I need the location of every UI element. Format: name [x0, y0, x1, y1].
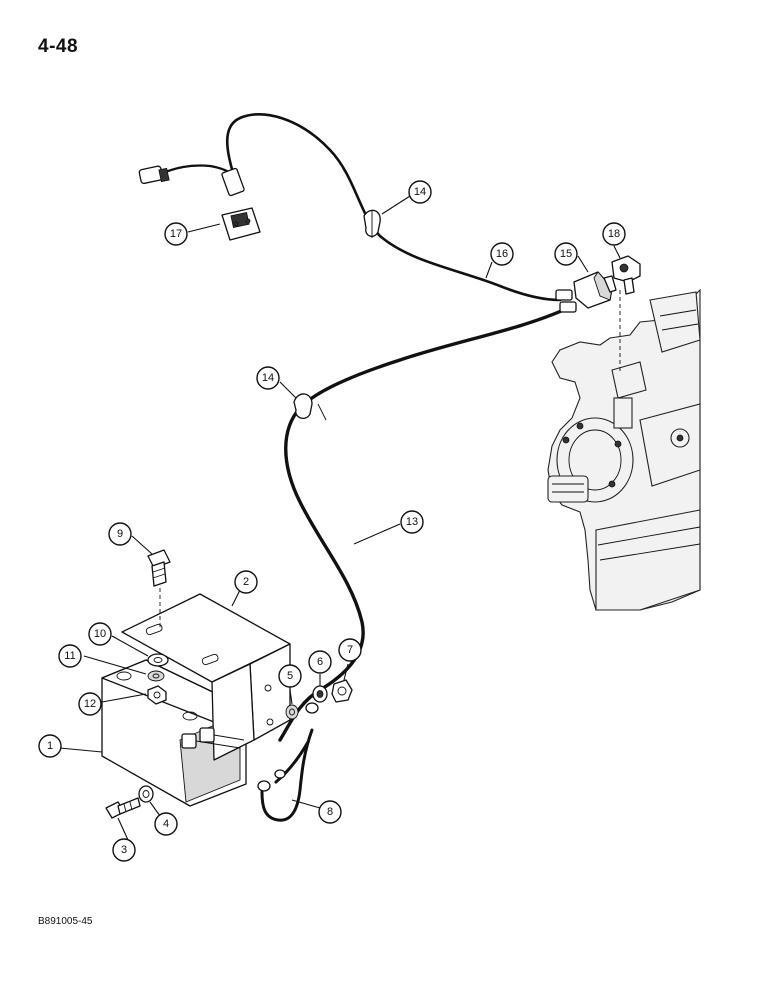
callout-17: 17 — [164, 222, 188, 246]
leader-lines — [59, 195, 621, 841]
callout-13-label: 13 — [406, 516, 418, 528]
callout-17-label: 17 — [170, 228, 182, 240]
callout-12: 12 — [78, 692, 102, 716]
callout-10: 10 — [88, 622, 112, 646]
callout-5-label: 5 — [287, 670, 293, 682]
callout-6-label: 6 — [317, 656, 323, 668]
callout-18: 18 — [602, 222, 626, 246]
callout-9-label: 9 — [117, 528, 123, 540]
callout-1: 1 — [38, 734, 62, 758]
bolt-3 — [105, 797, 141, 819]
callout-3: 3 — [112, 838, 136, 862]
callout-16: 16 — [490, 242, 514, 266]
cable-8 — [257, 702, 319, 822]
callout-14-upper: 14 — [408, 180, 432, 204]
cable-clip-14-upper — [363, 209, 381, 238]
callout-7-label: 7 — [347, 644, 353, 656]
washer-4 — [138, 785, 154, 803]
callout-3-label: 3 — [121, 844, 127, 856]
callout-2-label: 2 — [243, 576, 249, 588]
callout-4-label: 4 — [163, 818, 169, 830]
washer-6 — [312, 685, 328, 703]
callout-18-label: 18 — [608, 228, 620, 240]
callout-6: 6 — [308, 650, 332, 674]
callout-15: 15 — [554, 242, 578, 266]
cable-clip-14-lower — [293, 393, 327, 421]
bracket-1 — [101, 659, 247, 807]
cable-13 — [278, 301, 577, 742]
lock-washer-5 — [285, 704, 299, 720]
engine-illustration — [547, 288, 701, 611]
nut-7 — [331, 679, 353, 703]
callout-9: 9 — [108, 522, 132, 546]
callout-5: 5 — [278, 664, 302, 688]
callout-13: 13 — [400, 510, 424, 534]
wire-harness-16 — [138, 113, 573, 302]
drawing-code: B891005-45 — [38, 916, 93, 927]
callout-14-lower-label: 14 — [262, 372, 274, 384]
callout-8: 8 — [318, 800, 342, 824]
callout-16-label: 16 — [496, 248, 508, 260]
callout-8-label: 8 — [327, 806, 333, 818]
callout-15-label: 15 — [560, 248, 572, 260]
callout-14-upper-label: 14 — [414, 186, 426, 198]
callout-7: 7 — [338, 638, 362, 662]
relay-stud-assembly — [181, 727, 245, 749]
elbow-fitting-18 — [611, 255, 641, 295]
lock-washer-11 — [147, 670, 165, 682]
callout-11-label: 11 — [64, 650, 75, 662]
relay-bracket-17 — [221, 207, 261, 241]
nut-12 — [147, 685, 167, 705]
callout-12-label: 12 — [84, 698, 96, 710]
page-number: 4-48 — [38, 36, 79, 57]
washer-10 — [147, 653, 169, 667]
callout-2: 2 — [234, 570, 258, 594]
callout-4: 4 — [154, 812, 178, 836]
callout-11: 11 — [58, 644, 82, 668]
callout-10-label: 10 — [94, 628, 106, 640]
bolt-9 — [147, 549, 171, 630]
callout-1-label: 1 — [47, 740, 53, 752]
callout-14-lower: 14 — [256, 366, 280, 390]
pressure-switch-15 — [573, 271, 617, 309]
